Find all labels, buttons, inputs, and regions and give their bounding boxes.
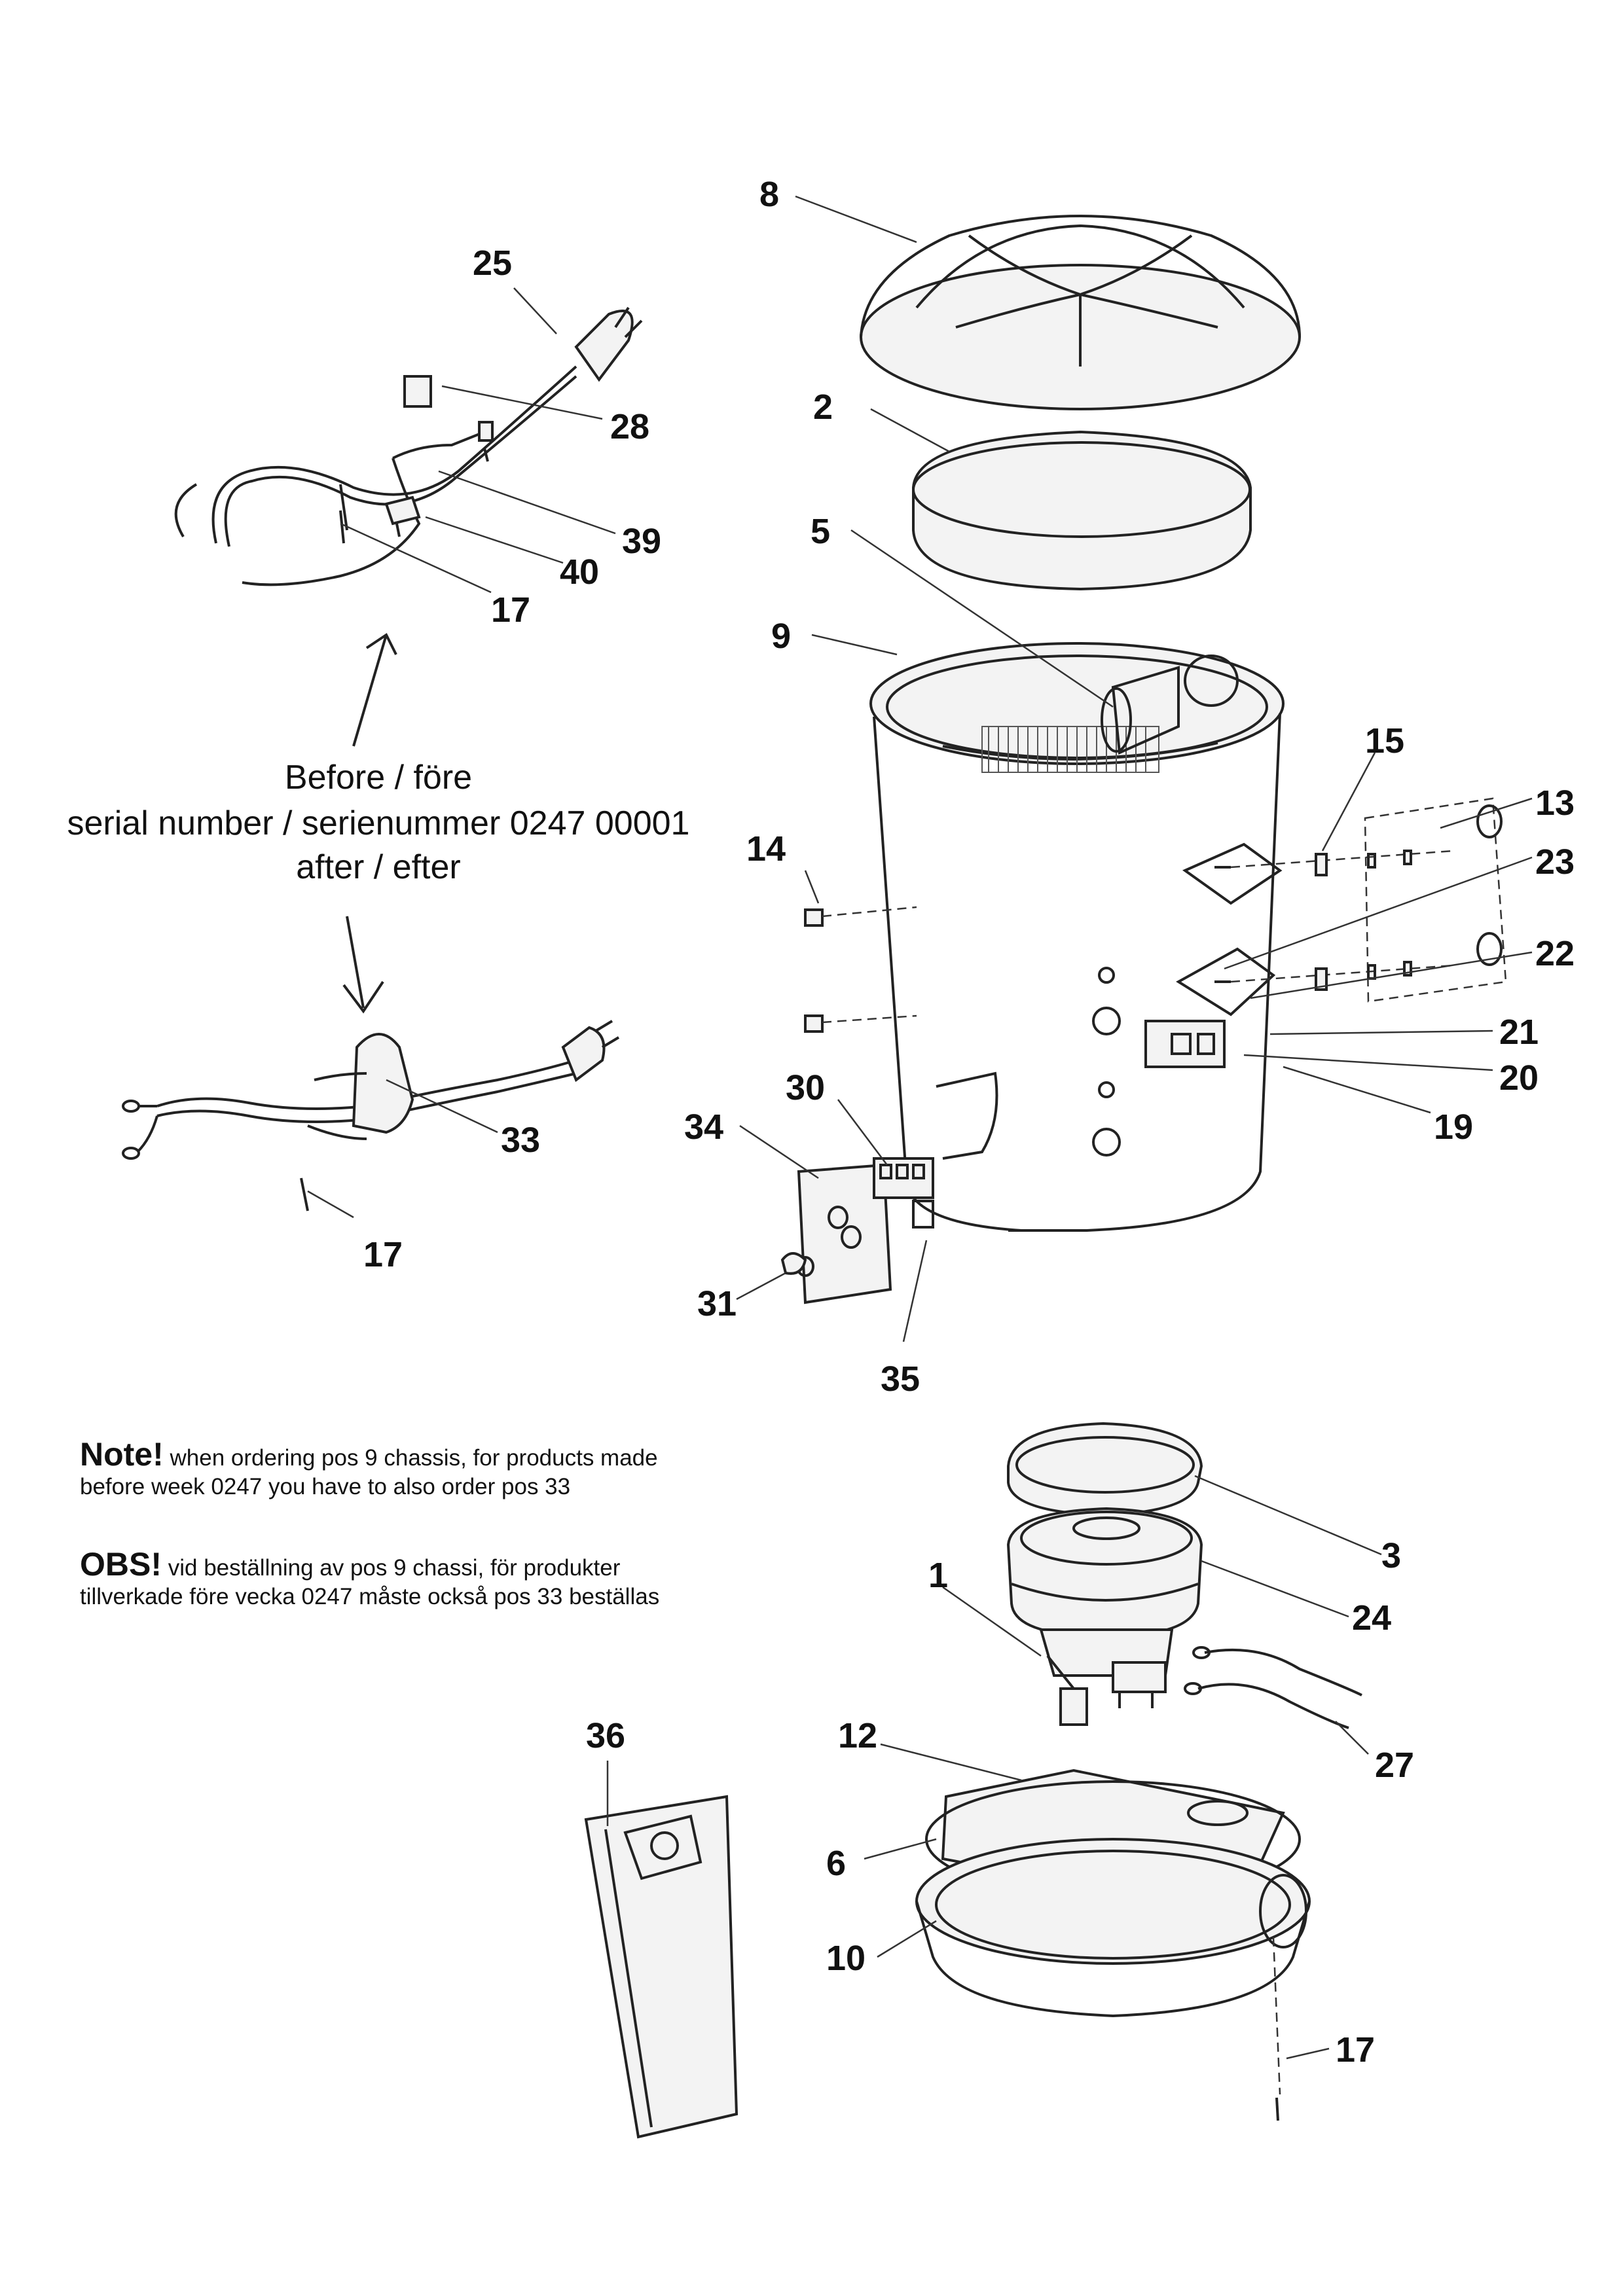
callout-36: 36 — [586, 1716, 625, 1755]
note-english: Note! when ordering pos 9 chassis, for p… — [80, 1438, 658, 1501]
serial-arrows — [342, 633, 397, 1014]
callout-23: 23 — [1535, 842, 1575, 882]
callout-numbers: 8 25 28 2 39 5 40 17 9 15 13 14 23 22 21… — [363, 175, 1575, 2070]
callout-20: 20 — [1499, 1058, 1539, 1098]
callout-13: 13 — [1535, 783, 1575, 823]
callout-9: 9 — [771, 617, 791, 656]
callout-17-old: 17 — [491, 590, 530, 630]
note-en-lead: Note! — [80, 1436, 164, 1473]
note-sv-line2: tillverkade före vecka 0247 måste också … — [80, 1584, 660, 1609]
callout-31: 31 — [697, 1284, 737, 1323]
part-10-base-bowl — [915, 1838, 1311, 2121]
part-13-mounting-plate — [1214, 797, 1507, 1003]
part-5-inlet-pipe — [1101, 655, 1239, 755]
part-2-filter — [912, 430, 1252, 591]
part-27-wires — [1184, 1646, 1362, 1729]
callout-34: 34 — [684, 1107, 723, 1147]
part-1-capacitor — [1046, 1655, 1088, 1726]
part-36-dust-bag — [584, 1795, 739, 2139]
callout-17-new: 17 — [363, 1235, 403, 1274]
callout-35: 35 — [881, 1359, 920, 1399]
caption-after: after / efter — [296, 848, 460, 886]
serial-caption: Before / före serial number / serienumme… — [67, 759, 690, 886]
callout-22: 22 — [1535, 934, 1575, 973]
part-33-cable-new — [122, 1020, 620, 1211]
part-34-cover-plate — [780, 1163, 892, 1304]
caption-before: Before / före — [285, 759, 472, 797]
callout-33: 33 — [501, 1121, 540, 1160]
callout-3: 3 — [1381, 1536, 1401, 1575]
part-14-plugs — [804, 906, 917, 1033]
callout-40: 40 — [560, 552, 599, 592]
note-en-line2: before week 0247 you have to also order … — [80, 1474, 571, 1499]
leader-lines — [307, 195, 1533, 2060]
callout-24: 24 — [1352, 1598, 1391, 1638]
chassis-filter-grille — [981, 726, 1159, 773]
callout-39: 39 — [622, 522, 661, 561]
note-sv-lead: OBS! — [80, 1546, 162, 1583]
part-9-chassis — [869, 642, 1285, 1232]
part-30-relay-box — [873, 1157, 934, 1229]
callout-10: 10 — [826, 1939, 866, 1978]
note-swedish: OBS! vid beställning av pos 9 chassi, fö… — [80, 1548, 660, 1611]
callout-2: 2 — [813, 387, 833, 427]
callout-6: 6 — [826, 1844, 846, 1883]
callout-21: 21 — [1499, 1013, 1539, 1052]
callout-12: 12 — [838, 1716, 877, 1755]
callout-17-base: 17 — [1336, 2030, 1375, 2070]
callout-14: 14 — [746, 829, 786, 869]
note-sv-line1: vid beställning av pos 9 chassi, för pro… — [162, 1555, 621, 1581]
callout-8: 8 — [759, 175, 779, 214]
part-8-lid — [860, 215, 1301, 410]
callout-30: 30 — [786, 1068, 825, 1107]
callout-1: 1 — [928, 1556, 948, 1595]
callout-25: 25 — [473, 243, 512, 283]
part-25-cable-old — [174, 306, 643, 586]
part-24-motor — [1006, 1507, 1203, 1708]
note-en-line1: when ordering pos 9 chassis, for product… — [163, 1445, 658, 1471]
caption-serial: serial number / serienummer 0247 00001 — [67, 804, 690, 842]
callout-15: 15 — [1365, 721, 1404, 761]
part-3-gasket-ring — [1007, 1422, 1203, 1517]
callout-28: 28 — [610, 407, 649, 446]
callout-27: 27 — [1375, 1746, 1414, 1785]
callout-19: 19 — [1434, 1107, 1473, 1147]
callout-5: 5 — [811, 512, 830, 551]
